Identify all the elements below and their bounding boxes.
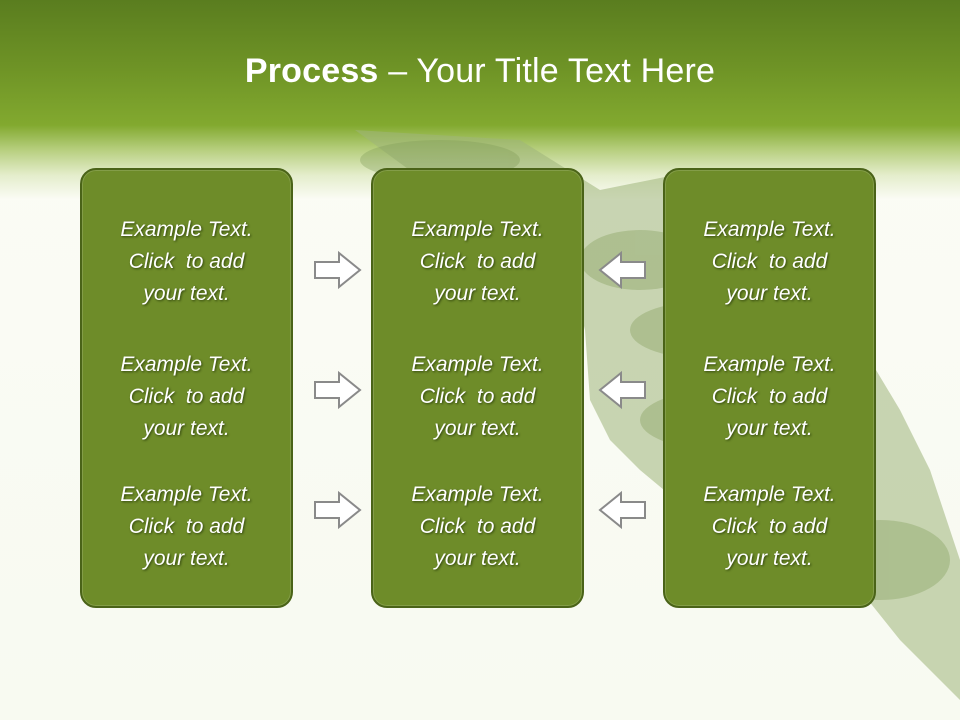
text-line: your text. [726, 282, 813, 305]
text-line: your text. [434, 282, 521, 305]
text-line: your text. [143, 417, 230, 440]
arrow-right-icon [314, 250, 362, 290]
page-title: Process – Your Title Text Here [0, 52, 960, 91]
arrow-left-icon [598, 370, 646, 410]
arrow-left-icon [598, 250, 646, 290]
text-line: Example Text. [411, 483, 544, 506]
text-line: Example Text. [411, 353, 544, 376]
panel-text-item[interactable]: Example Text. Click to add your text. [82, 479, 291, 575]
process-panel-center[interactable]: Example Text. Click to add your text. Ex… [371, 168, 584, 608]
text-line: Click to add [419, 250, 536, 273]
text-line: Example Text. [120, 483, 253, 506]
title-rest: – Your Title Text Here [378, 52, 716, 90]
text-line: Click to add [419, 515, 536, 538]
arrow-right-icon [314, 490, 362, 530]
panel-text-item[interactable]: Example Text. Click to add your text. [665, 349, 874, 445]
title-strong: Process [244, 52, 379, 90]
text-line: Click to add [711, 515, 828, 538]
arrow-right-icon [314, 370, 362, 410]
panel-text-item[interactable]: Example Text. Click to add your text. [373, 349, 582, 445]
text-line: Example Text. [411, 218, 544, 241]
text-line: Click to add [419, 385, 536, 408]
text-line: Click to add [128, 250, 245, 273]
text-line: your text. [434, 547, 521, 570]
text-line: your text. [434, 417, 521, 440]
text-line: your text. [143, 547, 230, 570]
text-line: Example Text. [703, 353, 836, 376]
arrow-left-icon [598, 490, 646, 530]
text-line: Example Text. [120, 353, 253, 376]
text-line: Example Text. [120, 218, 253, 241]
text-line: Click to add [128, 385, 245, 408]
text-line: your text. [726, 417, 813, 440]
panel-text-item[interactable]: Example Text. Click to add your text. [82, 214, 291, 310]
panel-text-item[interactable]: Example Text. Click to add your text. [665, 214, 874, 310]
panel-text-item[interactable]: Example Text. Click to add your text. [82, 349, 291, 445]
text-line: your text. [143, 282, 230, 305]
panel-text-item[interactable]: Example Text. Click to add your text. [665, 479, 874, 575]
text-line: your text. [726, 547, 813, 570]
panel-text-item[interactable]: Example Text. Click to add your text. [373, 479, 582, 575]
process-panel-left[interactable]: Example Text. Click to add your text. Ex… [80, 168, 293, 608]
text-line: Click to add [711, 385, 828, 408]
text-line: Click to add [128, 515, 245, 538]
text-line: Click to add [711, 250, 828, 273]
panel-text-item[interactable]: Example Text. Click to add your text. [373, 214, 582, 310]
text-line: Example Text. [703, 483, 836, 506]
text-line: Example Text. [703, 218, 836, 241]
process-panel-right[interactable]: Example Text. Click to add your text. Ex… [663, 168, 876, 608]
